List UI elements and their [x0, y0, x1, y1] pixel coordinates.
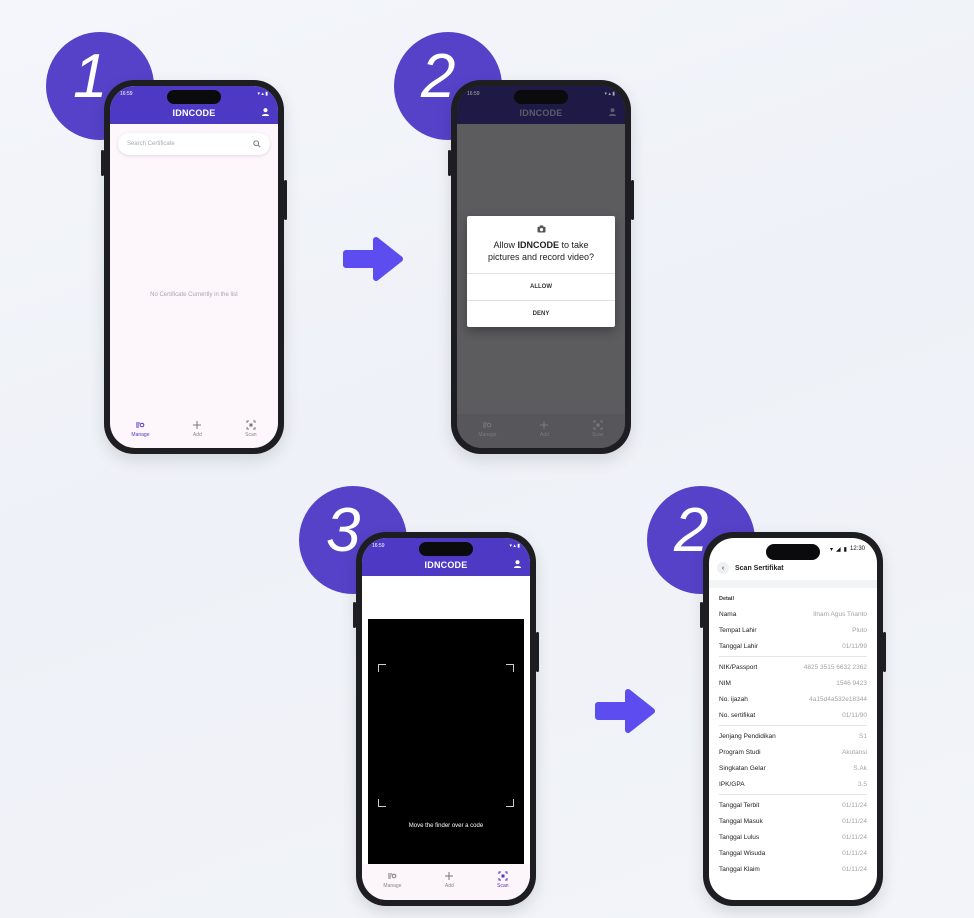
plus-icon: [193, 421, 202, 429]
manage-icon: [136, 422, 145, 428]
app-bar: IDNCODE: [362, 554, 530, 576]
camera-notch: [514, 90, 568, 104]
nav-add[interactable]: Add: [192, 420, 202, 438]
deny-button[interactable]: DENY: [467, 300, 615, 327]
phone-scanner-screen: 16:59▾ ▴ ▮ IDNCODE Move the finder over …: [353, 532, 539, 906]
status-bar: ▾ ◢ ▮ 12:30: [830, 546, 865, 553]
scan-icon: [498, 871, 508, 881]
arrow-right-icon: [595, 689, 655, 733]
search-icon: [253, 140, 261, 148]
chevron-left-icon: ‹: [721, 564, 725, 572]
status-bar: 16:59▾ ▴ ▮: [372, 543, 520, 549]
dialog-message: Allow IDNCODE to take pictures and recor…: [487, 240, 595, 262]
finder-corner: [506, 664, 514, 672]
bottom-navigation: Manage Add Scan: [110, 414, 278, 448]
nav-manage[interactable]: Manage: [131, 420, 149, 438]
app-title: IDNCODE: [172, 108, 216, 118]
user-icon: [608, 108, 617, 117]
screen-header: ‹ Scan Sertifikat: [709, 560, 877, 576]
camera-permission-dialog: Allow IDNCODE to take pictures and recor…: [467, 216, 615, 327]
divider: [719, 656, 867, 657]
user-icon[interactable]: [261, 107, 270, 117]
finder-corner: [378, 799, 386, 807]
phone-scan-result-screen: ▾ ◢ ▮ 12:30 ‹ Scan Sertifikat Detail Nam…: [700, 532, 886, 906]
camera-notch: [419, 542, 473, 556]
camera-viewfinder[interactable]: Move the finder over a code: [368, 619, 524, 875]
scan-icon: [593, 420, 603, 430]
manage-icon: [388, 873, 397, 879]
finder-corner: [378, 664, 386, 672]
app-bar: IDNCODE: [457, 102, 625, 124]
bottom-navigation: Manage Add Scan: [362, 864, 530, 900]
dynamic-island: [766, 544, 820, 560]
nav-scan[interactable]: Scan: [245, 420, 257, 438]
finder-instruction: Move the finder over a code: [408, 823, 484, 829]
nav-scan: Scan: [592, 420, 604, 438]
arrow-right-icon: [343, 237, 403, 281]
divider: [719, 725, 867, 726]
manage-icon: [483, 422, 492, 428]
wifi-icon: ▾: [830, 546, 834, 553]
camera-notch: [167, 90, 221, 104]
divider: [709, 580, 877, 588]
app-bar: IDNCODE: [110, 102, 278, 124]
camera-icon: [537, 225, 545, 233]
section-title: Detail: [719, 596, 734, 602]
nav-manage: Manage: [478, 420, 496, 438]
nav-add[interactable]: Add: [444, 871, 454, 889]
phone-manage-screen: 16:59▾ ▴ ▮ IDNCODE Search Certificate No…: [101, 80, 287, 454]
nav-scan[interactable]: Scan: [497, 871, 509, 889]
user-icon[interactable]: [513, 559, 522, 569]
nav-add: Add: [539, 420, 549, 438]
bottom-navigation: Manage Add Scan: [457, 414, 625, 448]
scan-icon: [246, 420, 256, 430]
back-button[interactable]: ‹: [717, 562, 729, 574]
status-bar: 16:59▾ ▴ ▮: [120, 91, 268, 97]
signal-icon: ◢: [836, 546, 841, 553]
battery-icon: ▮: [843, 546, 847, 553]
search-input[interactable]: Search Certificate: [118, 133, 270, 155]
empty-state-message: No Certificate Currently in the list: [150, 292, 238, 298]
finder-corner: [506, 799, 514, 807]
app-title: IDNCODE: [424, 560, 468, 570]
nav-manage[interactable]: Manage: [383, 871, 401, 889]
allow-button[interactable]: ALLOW: [467, 273, 615, 300]
plus-icon: [540, 421, 549, 429]
divider: [719, 794, 867, 795]
app-title: IDNCODE: [519, 108, 563, 118]
phone-permission-screen: 16:59▾ ▴ ▮ IDNCODE Allow IDNCODE to take…: [448, 80, 634, 454]
page-title: Scan Sertifikat: [735, 564, 784, 572]
plus-icon: [445, 872, 454, 880]
